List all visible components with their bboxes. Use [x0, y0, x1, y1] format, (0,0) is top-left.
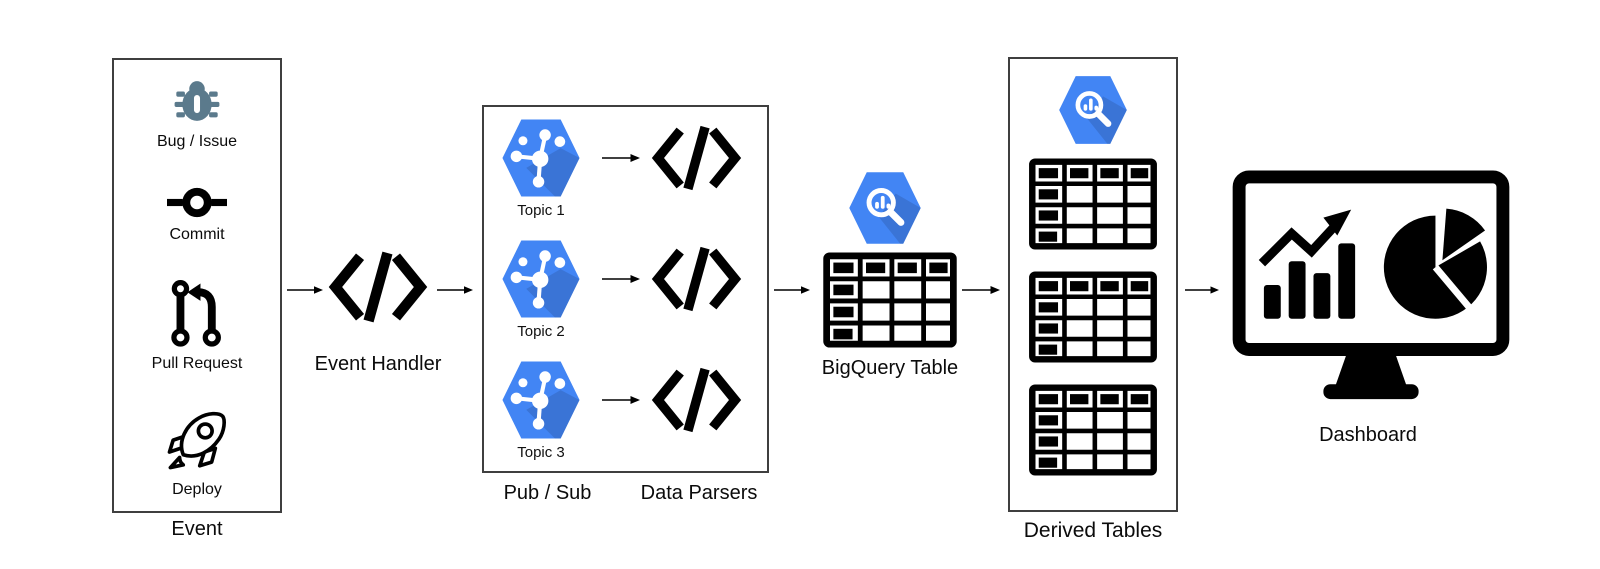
arrow-bigquery-to-derived [962, 285, 1000, 295]
derived-tables-caption: Derived Tables [1023, 519, 1163, 542]
event-source-box: Bug / Issue Commit Pull Request [112, 58, 282, 513]
topic-1-group: Topic 1 [493, 117, 589, 219]
code-icon [649, 243, 744, 315]
dashboard-caption: Dashboard [1319, 424, 1417, 446]
bigquery-icon [846, 170, 924, 246]
pubsub-caption: Pub / Sub [503, 482, 592, 504]
code-icon [649, 364, 744, 436]
event-item-commit: Commit [167, 186, 227, 244]
pubsub-topic-icon [500, 238, 582, 320]
rocket-icon [167, 411, 226, 470]
pubsub-parsers-box: Topic 1 Topic 2 Topic 3 [482, 105, 769, 473]
arrow-event-to-handler [287, 285, 323, 295]
commit-icon [167, 188, 227, 218]
topic-row-1: Topic 1 [484, 117, 767, 219]
bigquery-icon [1056, 74, 1130, 146]
bug-issue-label: Bug / Issue [156, 133, 238, 150]
table-icon [822, 252, 958, 348]
pubsub-topic-icon [500, 359, 582, 441]
pull-request-icon [171, 279, 221, 347]
arrow-derived-to-dashboard [1185, 285, 1219, 295]
event-item-bug: Bug / Issue [157, 76, 237, 151]
arrow-topic3-to-parser [602, 395, 640, 406]
event-handler-label: Event Handler [314, 353, 442, 375]
topic-2-label: Topic 2 [517, 322, 565, 340]
table-icon [1028, 384, 1158, 476]
commit-label: Commit [169, 226, 225, 244]
arrow-pubsub-to-bigquery [774, 285, 810, 295]
code-icon [649, 122, 744, 194]
pull-request-label: Pull Request [151, 354, 243, 372]
topic-row-3: Topic 3 [484, 359, 767, 461]
topic-1-label: Topic 1 [517, 201, 565, 219]
event-item-deploy: Deploy [164, 408, 230, 499]
topic-2-group: Topic 2 [493, 238, 589, 340]
table-icon [1028, 158, 1158, 250]
event-item-pull-request: Pull Request [151, 279, 243, 373]
derived-tables-box [1008, 57, 1178, 512]
bug-icon [174, 81, 220, 121]
event-box-caption: Event [171, 518, 223, 540]
topic-3-label: Topic 3 [517, 444, 565, 462]
arrow-handler-to-pubsub [437, 285, 473, 295]
bigquery-table-caption: BigQuery Table [821, 357, 959, 379]
deploy-label: Deploy [172, 480, 222, 498]
bar-chart-icon [1263, 243, 1356, 319]
pie-chart-icon [1383, 208, 1487, 319]
code-icon [326, 247, 430, 327]
arrow-topic1-to-parser [602, 152, 640, 163]
data-parsers-caption: Data Parsers [640, 482, 758, 504]
topic-row-2: Topic 2 [484, 238, 767, 340]
topic-3-group: Topic 3 [493, 359, 589, 461]
pubsub-topic-icon [500, 117, 582, 199]
table-icon [1028, 271, 1158, 363]
arrow-topic2-to-parser [602, 274, 640, 284]
dashboard-monitor-icon [1232, 170, 1510, 400]
